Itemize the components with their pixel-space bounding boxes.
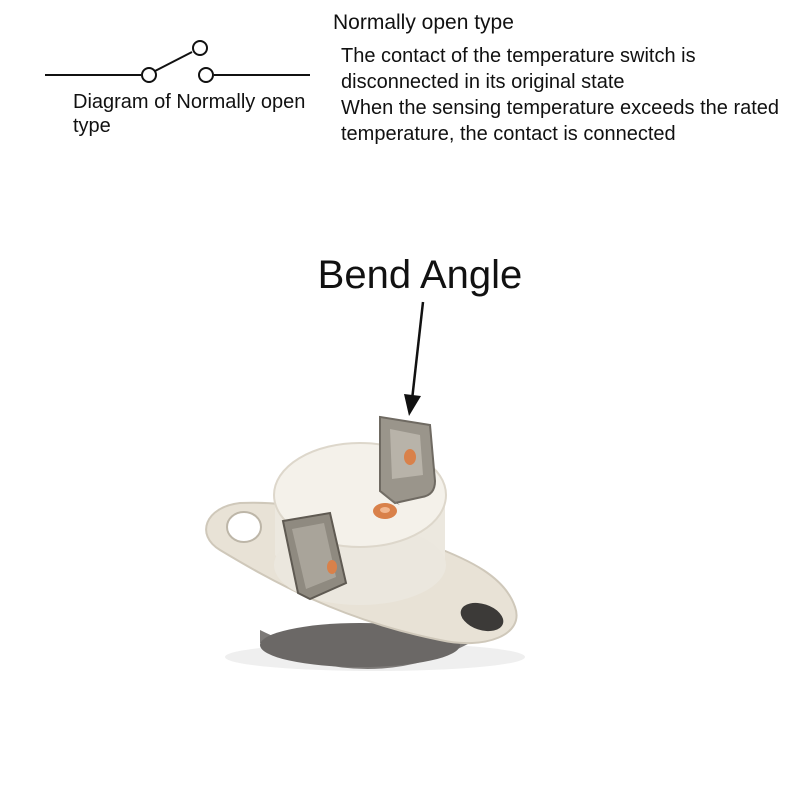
description-paragraph-original-state: The contact of the temperature switch is… xyxy=(341,45,696,93)
description-heading: Normally open type xyxy=(333,11,514,34)
down-arrow-icon xyxy=(404,301,425,416)
open-switch-blade xyxy=(154,51,193,72)
normally-open-switch-icon xyxy=(45,40,310,83)
bend-angle-label: Bend Angle xyxy=(317,253,523,297)
thermostat-product-image xyxy=(205,415,525,671)
description-paragraph-exceeds-temperature: When the sensing temperature exceeds the… xyxy=(341,97,780,145)
mounting-hole-right xyxy=(460,602,504,632)
blade-tip-terminal xyxy=(192,40,208,56)
diagram-caption: Diagram of Normally open type xyxy=(73,91,306,137)
left-contact-terminal xyxy=(141,67,157,83)
right-contact-terminal xyxy=(198,67,214,83)
mounting-hole-left xyxy=(226,511,262,543)
